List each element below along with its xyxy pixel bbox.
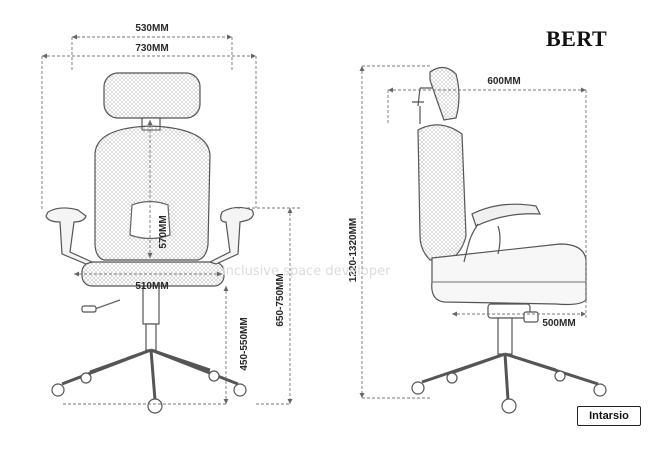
front-view-chair	[45, 72, 254, 414]
side-armrest	[471, 203, 542, 227]
front-dimension-arrows	[42, 34, 293, 404]
side-dimension-lines	[361, 65, 587, 399]
side-backrest	[417, 124, 467, 261]
side-dimension-arrows	[359, 66, 586, 398]
dim-label-seat-depth: 500MM	[542, 318, 575, 329]
watermark-text: inclusive space developer	[222, 264, 391, 279]
right-armrest	[208, 206, 254, 265]
front-dimension-lines	[41, 36, 302, 405]
dim-label-seat-height: 450-550MM	[239, 317, 250, 370]
product-title: BERT	[546, 26, 608, 51]
base	[61, 348, 239, 401]
backrest	[94, 125, 211, 261]
side-view-chair	[411, 66, 607, 414]
brand-logo: Intarsio	[577, 406, 641, 426]
headrest	[103, 72, 201, 119]
side-headrest	[429, 66, 460, 121]
dim-label-total-height: 1220-1320MM	[348, 218, 359, 282]
side-seat	[431, 243, 587, 306]
dim-label-armrest-height: 650-750MM	[275, 273, 286, 326]
left-armrest	[45, 207, 94, 265]
dim-label-depth: 600MM	[487, 76, 520, 87]
side-base	[421, 352, 599, 401]
dim-label-top-width: 530MM	[135, 23, 168, 34]
dim-label-overall-width: 730MM	[135, 43, 168, 54]
dim-label-seat-width: 510MM	[135, 281, 168, 292]
side-gas-cylinder	[497, 317, 513, 355]
dim-label-backrest-height: 570MM	[158, 215, 169, 248]
